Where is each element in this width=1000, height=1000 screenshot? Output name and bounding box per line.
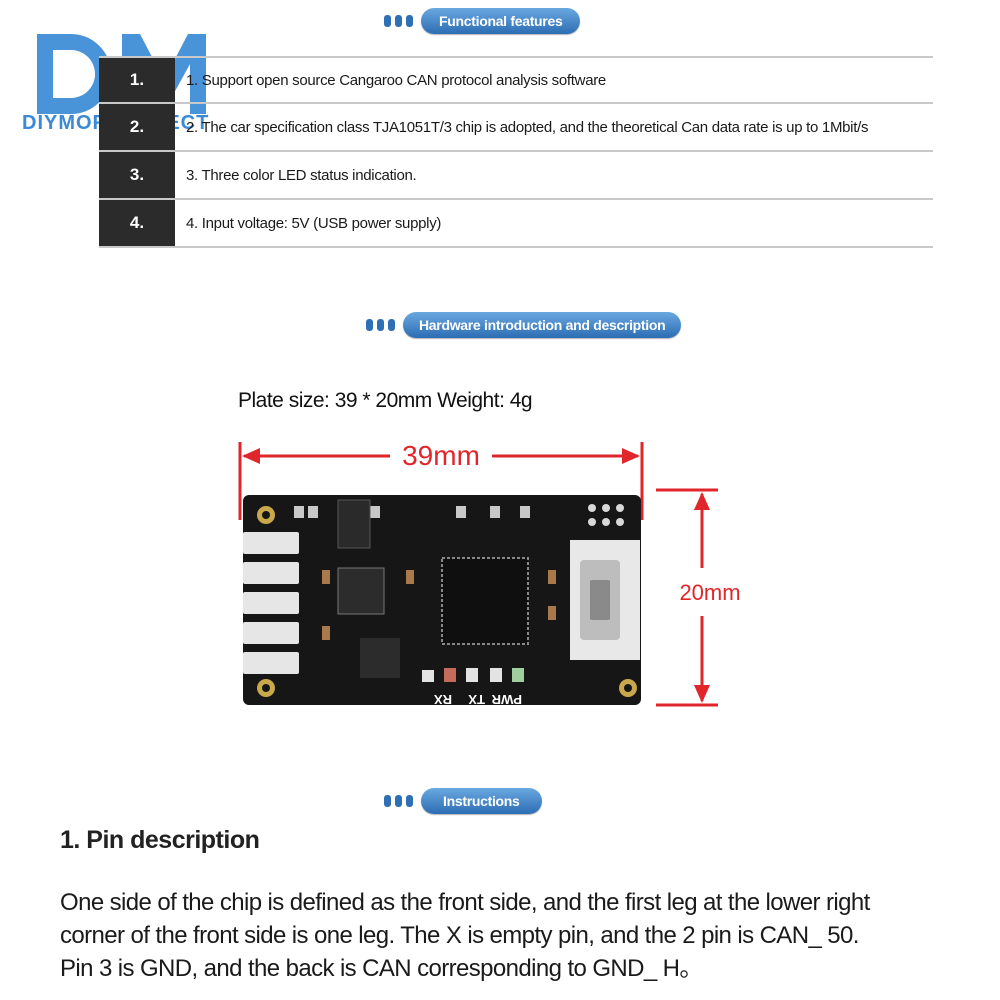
feature-text: 1. Support open source Cangaroo CAN prot… [186,71,606,89]
feature-row: 3. 3. Three color LED status indication. [99,152,933,200]
plate-size-text: Plate size: 39 * 20mm Weight: 4g [238,389,533,412]
section-header-features: Functional features [384,8,581,34]
dots-icon [384,15,413,27]
feature-number: 3. [99,152,175,198]
pin-line: One side of the chip is defined as the f… [60,889,870,916]
feature-text: 2. The car specification class TJA1051T/… [186,118,869,136]
width-dimension: 39mm [238,440,644,520]
pcb-board-illustration: 39mm 20mm [238,440,741,707]
width-label: 39mm [402,440,480,471]
feature-text: 3. Three color LED status indication. [186,166,417,184]
section-title-instructions: Instructions [421,788,542,814]
feature-text: 4. Input voltage: 5V (USB power supply) [186,214,442,232]
pin-line: corner of the front side is one leg. The… [60,922,859,949]
led-label-rx: RX [434,692,452,707]
feature-row: 2. 2. The car specification class TJA105… [99,104,933,152]
section-header-instructions: Instructions [384,788,542,814]
feature-number: 2. [99,104,175,150]
dots-icon [366,319,395,331]
pin-description-title: 1. Pin description [60,826,260,854]
pin-line: Pin 3 is GND, and the back is CAN corres… [60,955,703,982]
led-label-tx: TX [468,692,485,707]
section-title-hardware: Hardware introduction and description [403,312,682,338]
feature-row: 4. 4. Input voltage: 5V (USB power suppl… [99,200,933,248]
feature-number: 4. [99,200,175,246]
section-header-hardware: Hardware introduction and description [366,312,682,338]
features-table: 1. 1. Support open source Cangaroo CAN p… [99,56,933,248]
dots-icon [384,795,413,807]
height-label: 20mm [679,580,740,605]
diymore-logo [37,34,206,114]
led-label-pwr: PWR [491,692,522,707]
section-title-features: Functional features [421,8,581,34]
pin-description-text: One side of the chip is defined as the f… [60,886,960,985]
feature-number: 1. [99,58,175,102]
feature-row: 1. 1. Support open source Cangaroo CAN p… [99,56,933,104]
height-dimension: 20mm [656,488,741,707]
